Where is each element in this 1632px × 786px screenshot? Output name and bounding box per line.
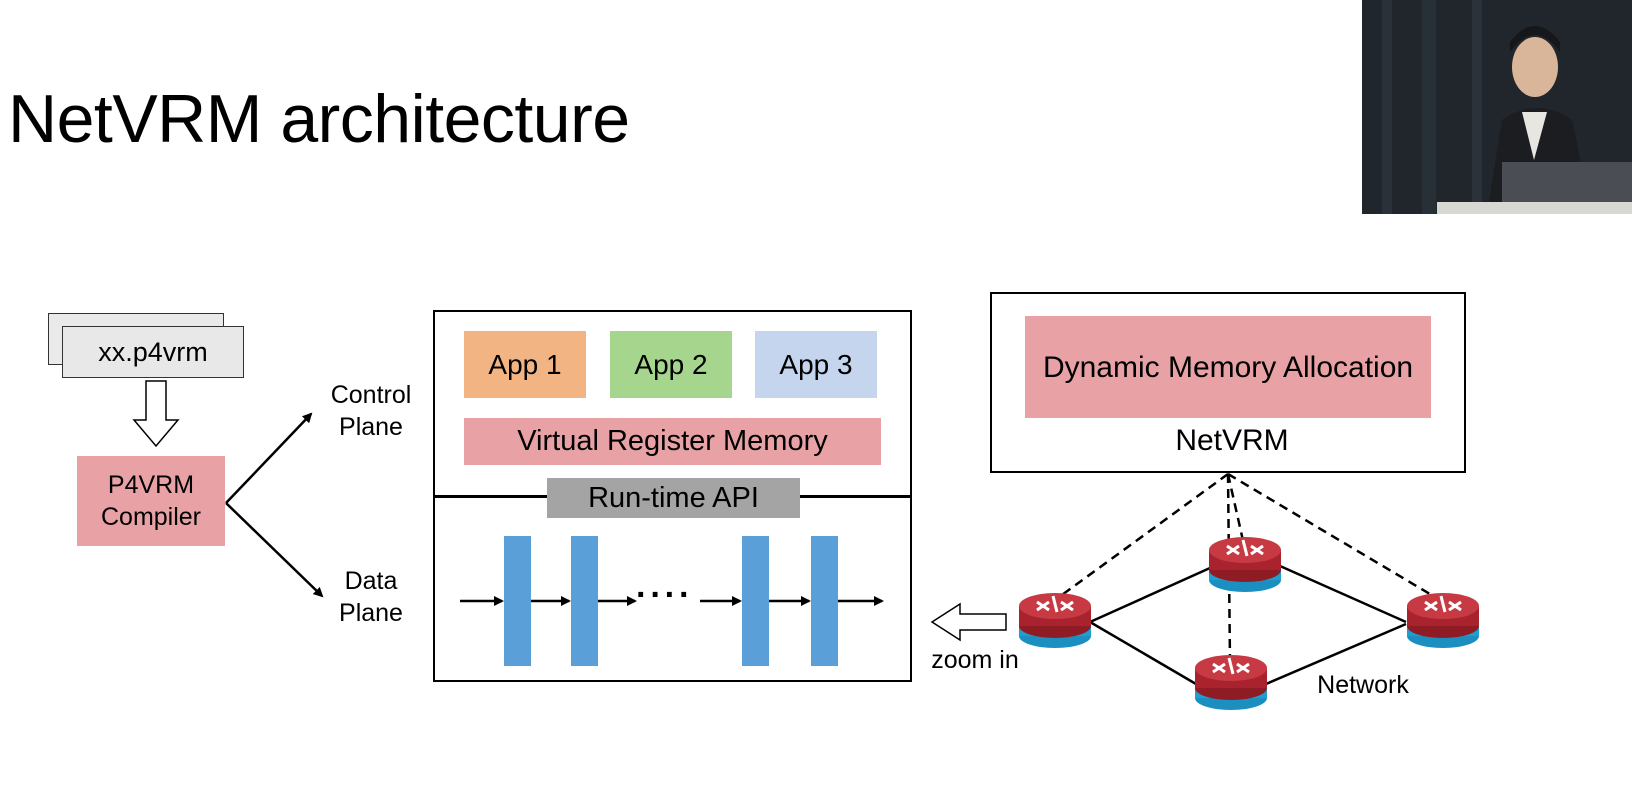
virtual-register-memory-box: Virtual Register Memory [464,418,881,465]
pipeline-stage [742,536,769,666]
p4vrm-file: xx.p4vrm [62,326,244,378]
router-icon [1405,591,1481,650]
control-plane-label: Control Plane [330,381,412,441]
netvrm-caption: NetVRM [1175,424,1289,457]
data-plane-label: Data Plane [339,567,403,627]
switch-box [433,310,912,682]
dynamic-memory-allocation-box: Dynamic Memory Allocation [1025,316,1431,418]
network-label: Network [1317,671,1409,699]
pipeline-ellipsis: ···· [636,576,694,614]
slide-title: NetVRM architecture [8,81,630,157]
speaker-video [1362,0,1632,214]
zoom-in-arrow [930,602,1007,642]
pipeline-stage [811,536,838,666]
compile-arrow [132,380,180,448]
zoom-in-label: zoom in [931,646,1019,674]
netvrm-box [990,292,1466,473]
runtime-api-box: Run-time API [547,478,800,518]
router-icon [1207,535,1283,594]
arrow-to-control-plane [225,412,313,504]
router-icon [1017,591,1093,650]
pipeline-stage [571,536,598,666]
pipeline-stage [504,536,531,666]
arrow-to-data-plane [225,502,324,598]
app-1-box: App 1 [464,331,586,398]
app-2-box: App 2 [610,331,732,398]
p4vrm-compiler-box: P4VRM Compiler [77,456,225,546]
app-3-box: App 3 [755,331,877,398]
router-icon [1193,653,1269,712]
